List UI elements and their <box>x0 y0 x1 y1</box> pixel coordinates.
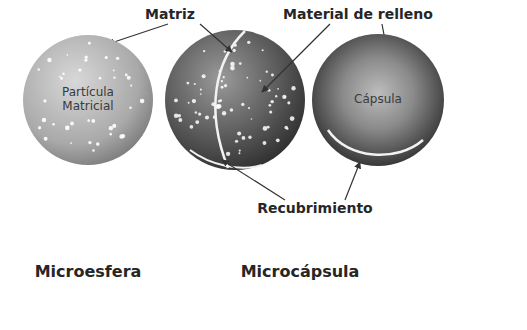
figure-caption: Microesfera <box>35 262 142 281</box>
capsule-sphere: Cápsula <box>312 34 444 166</box>
sphere-label: Partícula Matricial <box>43 86 133 114</box>
node-text-box: Cápsula <box>312 34 444 166</box>
matrix-particle-sphere: Partícula Matricial <box>23 35 153 165</box>
figure-caption: Microcápsula <box>241 262 360 281</box>
microcapsule-matrix-sphere <box>165 30 305 170</box>
part-label: Material de relleno <box>283 6 433 22</box>
node-text-box: Partícula Matricial <box>23 35 153 165</box>
part-label: Recubrimiento <box>257 200 372 216</box>
sphere-label: Cápsula <box>354 93 402 107</box>
part-label: Matriz <box>145 6 195 22</box>
